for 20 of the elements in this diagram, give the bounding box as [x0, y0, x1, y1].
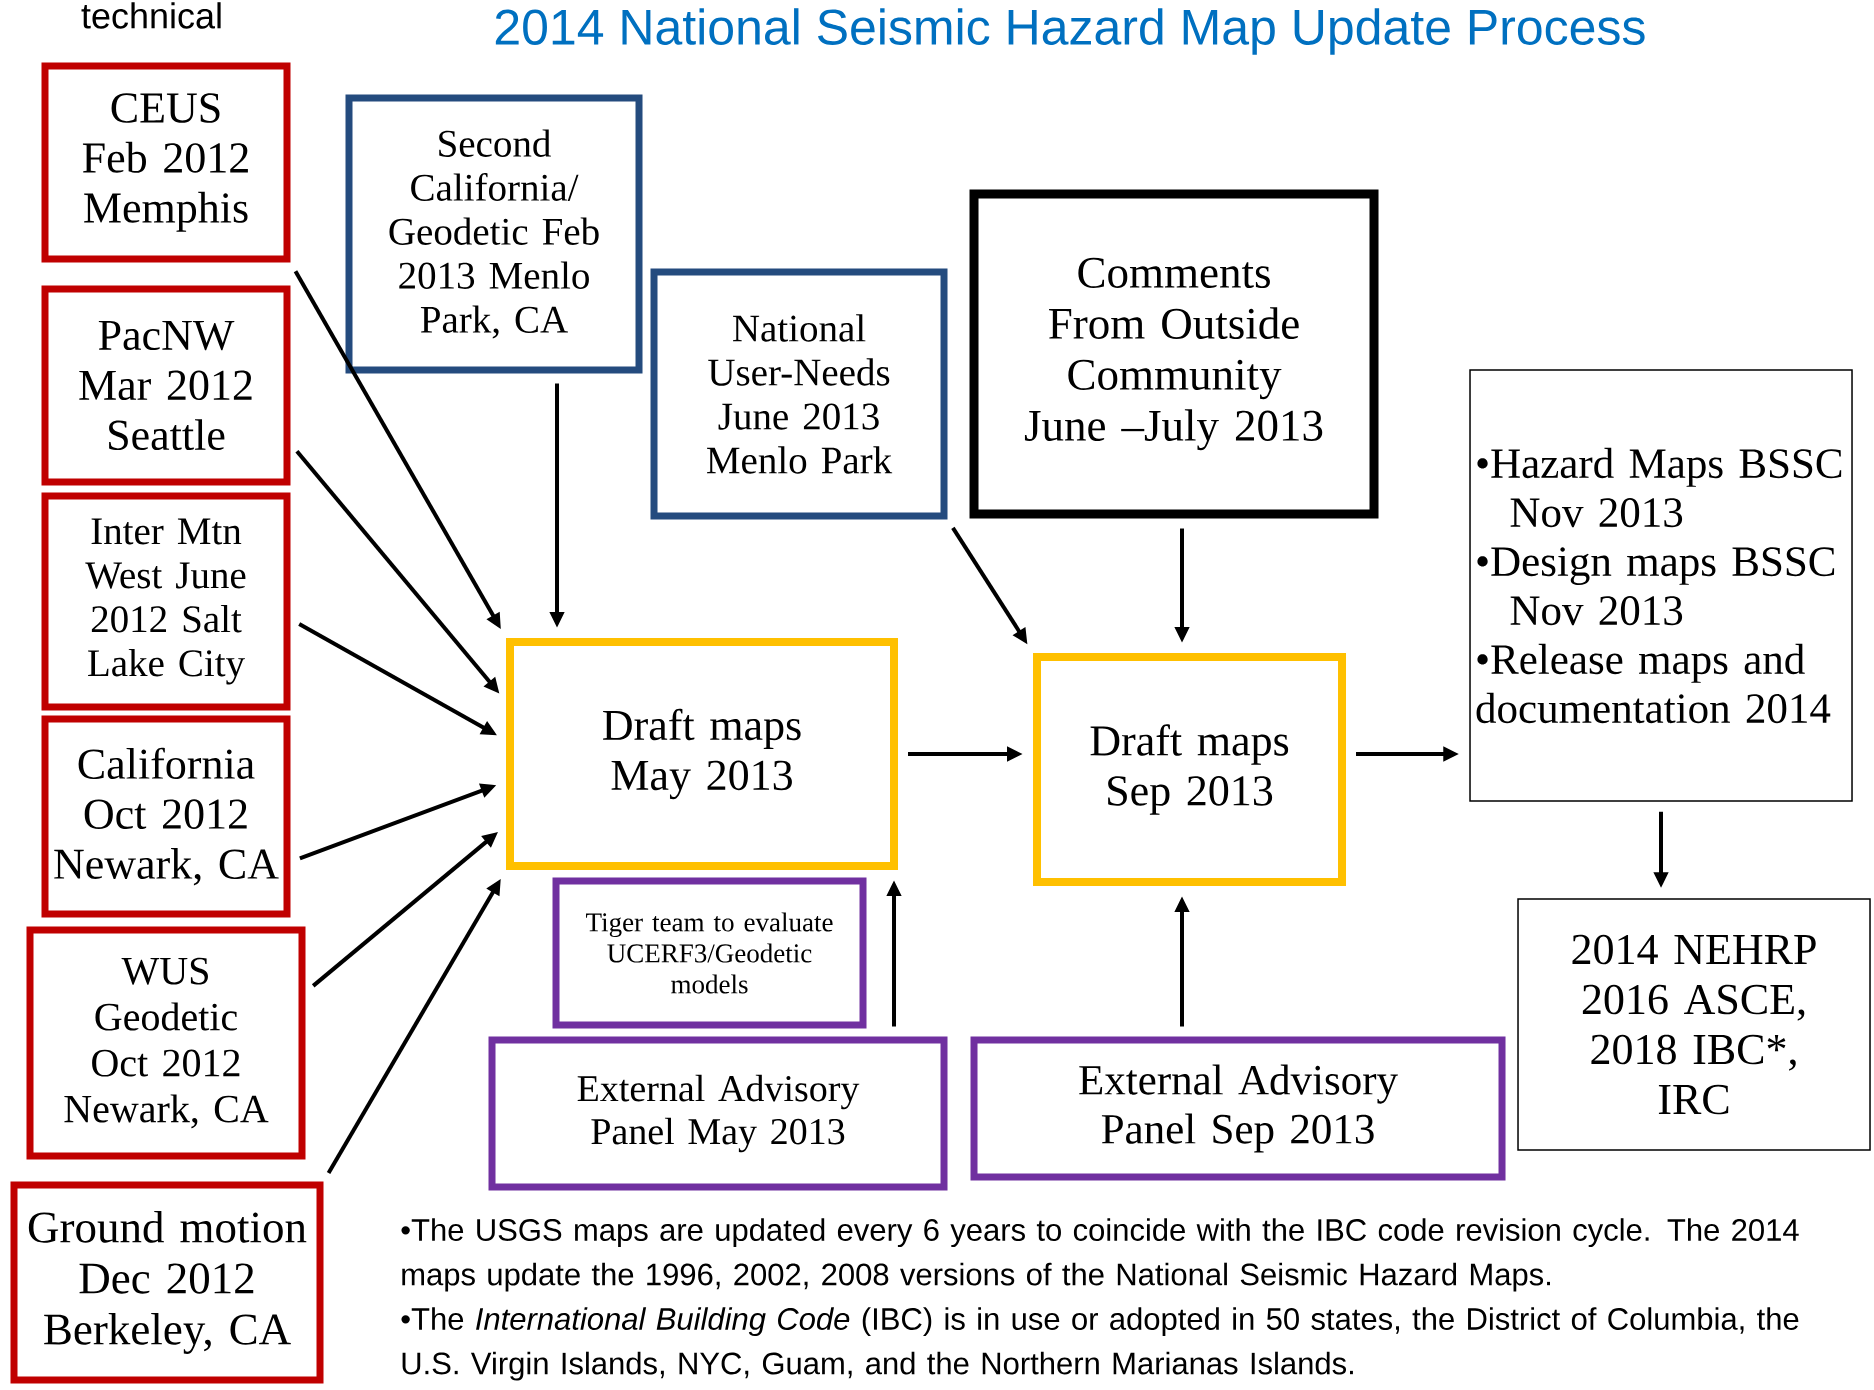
note: •The International Building Code (IBC) is in use or adopted in 50 states, the District of Columbia, the U.S. Virgin Islands, NYC, Guam, and the Northern Marianas Islands.	[401, 1307, 1799, 1381]
meeting-box: California Oct 2012 Newark, CA	[41, 715, 291, 918]
panel-box: Tiger team to evaluate UCERF3/Geodetic models	[552, 877, 867, 1029]
meeting-box: Second California/ Geodetic Feb 2013 Menlo Park, CA	[345, 94, 643, 374]
meeting-box: Ground motion Dec 2012 Berkeley, CA	[10, 1181, 324, 1384]
draft-box: Draft maps May 2013	[506, 638, 898, 870]
panel-box: External Advisory Panel May 2013	[488, 1036, 948, 1191]
meeting-box: PacNW Mar 2012 Seattle	[41, 285, 291, 486]
title: 2014 National Seismic Hazard Map Update Process	[495, 8, 1645, 55]
code-box: 2014 NEHRP 2016 ASCE, 2018 IBC*, IRC	[1517, 898, 1871, 1151]
note: •The USGS maps are updated every 6 years to coincide with the IBC code revision cycle. The 2014 maps update the 1996, 2002, 2008 versions of the National Seismic Hazard Maps.	[401, 1218, 1799, 1292]
meeting-box: CEUS Feb 2012 Memphis	[41, 62, 291, 263]
panel-box: External Advisory Panel Sep 2013	[970, 1036, 1506, 1181]
list-box: •Hazard Maps BSSC Nov 2013 •Design maps BSSC Nov 2013 •Release maps and documentation 2014	[1469, 369, 1853, 802]
meeting-box: WUS Geodetic Oct 2012 Newark, CA	[26, 926, 306, 1160]
heading-label: technical	[81, 2, 221, 29]
meeting-box: Comments From Outside Community June –July 2013	[969, 189, 1379, 519]
draft-box: Draft maps Sep 2013	[1033, 653, 1346, 886]
meeting-box: National User-Needs June 2013 Menlo Park	[650, 268, 948, 520]
meeting-box: Inter Mtn West June 2012 Salt Lake City	[41, 492, 291, 711]
